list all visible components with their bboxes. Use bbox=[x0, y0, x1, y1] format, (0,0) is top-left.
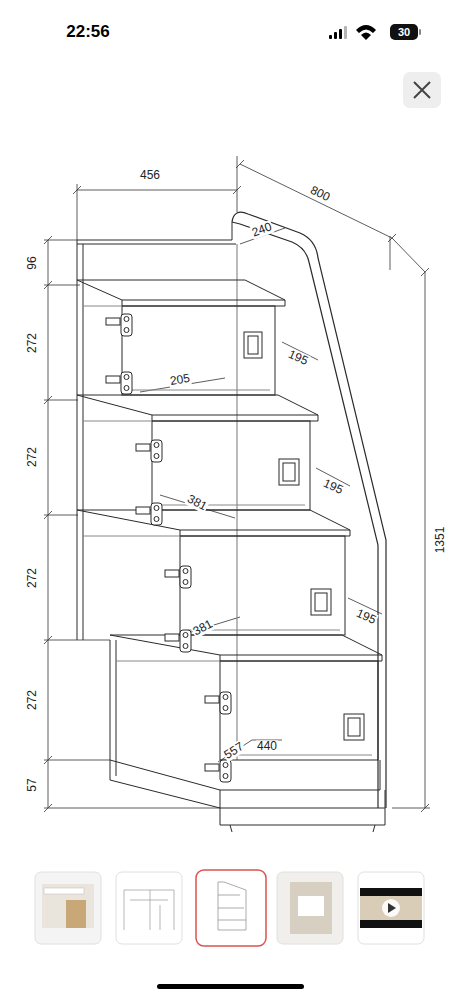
door-hinges bbox=[106, 314, 231, 782]
dimension-label: 195 bbox=[285, 347, 310, 368]
status-time: 22:56 bbox=[65, 23, 110, 42]
dimension-label: 205 bbox=[168, 372, 192, 388]
dimension-label: 272 bbox=[26, 446, 39, 468]
dimension-label: 272 bbox=[26, 689, 39, 711]
dimension-label: 800 bbox=[307, 183, 333, 205]
dimension-label: 240 bbox=[249, 220, 274, 240]
dimension-label: 381 bbox=[184, 492, 210, 514]
dimension-label: 1351 bbox=[434, 526, 447, 555]
handrail bbox=[232, 212, 386, 808]
dimension-label: 272 bbox=[26, 332, 39, 354]
cabinet-body bbox=[77, 222, 385, 832]
door-handles bbox=[244, 332, 364, 740]
dimension-label: 456 bbox=[139, 169, 161, 182]
dimension-label: 96 bbox=[26, 255, 39, 270]
status-icons bbox=[329, 24, 421, 40]
dimension-label: 381 bbox=[190, 617, 216, 639]
dimension-label: 195 bbox=[353, 606, 378, 627]
dimension-label: 440 bbox=[256, 740, 278, 753]
dimension-label: 557 bbox=[221, 740, 247, 763]
thumbnail-strip bbox=[35, 870, 424, 946]
close-button bbox=[403, 72, 441, 108]
dimension-lines bbox=[44, 156, 430, 812]
dimension-label: 272 bbox=[26, 567, 39, 589]
dimension-label: 195 bbox=[320, 476, 345, 497]
battery-level: 30 bbox=[397, 26, 411, 38]
dimension-label: 57 bbox=[26, 777, 39, 792]
home-indicator bbox=[157, 984, 304, 989]
